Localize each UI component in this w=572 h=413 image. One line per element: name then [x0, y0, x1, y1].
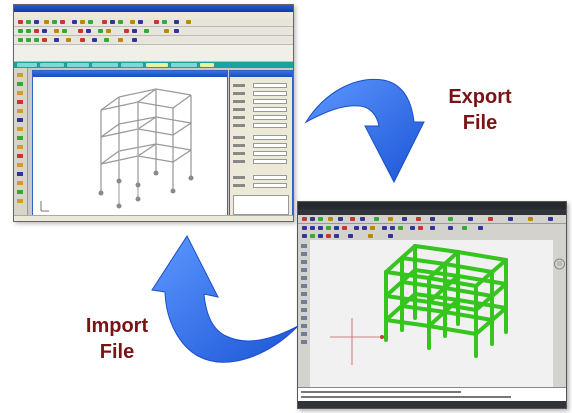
- viewcube-icon: [554, 258, 565, 270]
- analysis-app-toolbar-2: [14, 27, 293, 36]
- cad-app-statusbar: [298, 401, 566, 408]
- analysis-app-tabstrip: [14, 62, 293, 68]
- import-arrow: [151, 234, 299, 363]
- analysis-app-menubar: [14, 12, 293, 18]
- cad-app-toolbar-1: [298, 215, 566, 224]
- cad-app-viewcube-bar: [553, 240, 566, 387]
- analysis-app-titlebar: [14, 5, 293, 12]
- gray-frame-model: [40, 88, 194, 212]
- import-label-line1: Import: [85, 315, 149, 337]
- cad-command-line: [298, 387, 566, 402]
- analysis-properties-panel: [229, 70, 293, 220]
- cad-drawing-canvas: [310, 240, 553, 387]
- cad-app-titlebar: [298, 202, 566, 209]
- export-label-line1: Export: [448, 86, 512, 108]
- import-file-label: Import File: [62, 313, 172, 365]
- analysis-model-window-titlebar: [33, 71, 227, 77]
- origin-marker: [380, 335, 384, 339]
- analysis-app-statusbar: [14, 215, 293, 221]
- export-arrow: [304, 78, 425, 184]
- green-frame-model: [330, 244, 508, 365]
- analysis-properties-titlebar: [230, 71, 292, 77]
- analysis-app-blank-strip: [14, 45, 293, 62]
- cad-app-menubar: [298, 209, 566, 215]
- analysis-app-screenshot: [13, 4, 294, 222]
- analysis-model-window: [32, 70, 228, 220]
- analysis-app-toolbar-1: [14, 18, 293, 27]
- export-label-line2: File: [462, 112, 498, 134]
- export-file-label: Export File: [430, 84, 530, 136]
- cad-app-screenshot: [297, 201, 567, 409]
- analysis-app-toolbar-3: [14, 36, 293, 45]
- analysis-app-side-toolbar: [14, 68, 28, 221]
- import-label-line2: File: [99, 341, 135, 363]
